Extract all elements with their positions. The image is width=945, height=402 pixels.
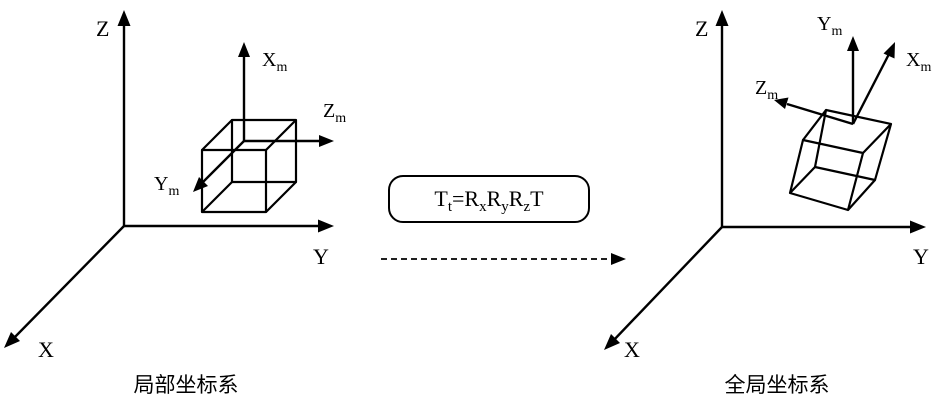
left-x-label: X (38, 337, 54, 362)
right-zm-axis (786, 102, 854, 126)
left-y-label: Y (313, 244, 329, 269)
transform-arrow (381, 253, 626, 265)
transform-formula: Tt=RxRyRzT (434, 186, 544, 215)
right-zm-arrowhead (774, 97, 789, 109)
left-cube-back-face (230, 118, 298, 184)
left-xm-label: Xm (262, 49, 287, 75)
right-y-label: Y (913, 244, 929, 269)
right-xm-arrowhead (883, 42, 895, 59)
left-zm-label: Zm (323, 100, 346, 126)
right-y-arrowhead (910, 220, 926, 234)
left-cube (200, 118, 298, 214)
right-zm-label: Zm (755, 77, 778, 103)
right-xm-axis (851, 53, 891, 125)
right-x-axis (611, 226, 723, 343)
left-coordinate-system: Z Y X Xm Zm Ym 局部坐标系 (4, 10, 346, 397)
right-caption: 全局坐标系 (725, 373, 830, 397)
right-xm-label: Xm (906, 49, 931, 75)
dashed-arrowhead (611, 253, 626, 265)
left-x-arrowhead (4, 332, 20, 348)
right-z-arrowhead (715, 10, 729, 26)
left-z-arrowhead (117, 10, 131, 26)
right-z-label: Z (695, 16, 708, 41)
right-x-label: X (624, 337, 640, 362)
transform-formula-box: Tt=RxRyRzT (388, 175, 590, 223)
left-ym-label: Ym (154, 173, 179, 199)
left-caption: 局部坐标系 (134, 373, 239, 397)
right-ym-label: Ym (817, 13, 842, 39)
formula-box-outline (388, 175, 590, 223)
right-coordinate-system: Z Y X Ym Xm Zm 全局坐标系 (604, 10, 931, 397)
left-zm-arrowhead (319, 135, 334, 147)
right-cube (788, 108, 893, 212)
left-x-axis (11, 225, 125, 341)
left-xm-arrowhead (238, 42, 250, 57)
right-ym-arrowhead (847, 36, 859, 51)
left-ym-axis (200, 140, 245, 185)
right-x-arrowhead (604, 334, 620, 350)
left-z-label: Z (96, 16, 109, 41)
left-ym-arrowhead (193, 177, 208, 192)
left-y-arrowhead (318, 219, 334, 233)
